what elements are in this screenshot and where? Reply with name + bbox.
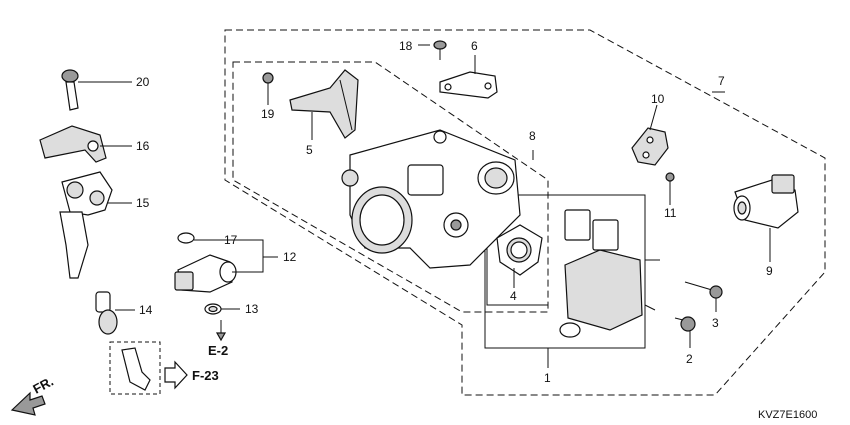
screw-2	[674, 316, 696, 332]
arrow-e2-head	[215, 332, 227, 342]
front-arrow	[10, 391, 46, 416]
screw-11	[665, 172, 675, 190]
sensor-9	[733, 174, 799, 229]
callout-3: 3	[712, 316, 719, 330]
callout-9: 9	[766, 264, 773, 278]
bracket-16	[39, 125, 107, 163]
callout-12: 12	[283, 250, 297, 264]
callout-11: 11	[664, 206, 677, 220]
leader-10	[649, 104, 658, 131]
o-ring-17	[177, 232, 195, 244]
holder-15	[59, 171, 113, 279]
bracket-6	[439, 71, 498, 99]
callout-2: 2	[686, 352, 693, 366]
callout-1: 1	[544, 371, 551, 385]
callout-15: 15	[136, 196, 150, 210]
callout-16: 16	[136, 139, 150, 153]
leader-12-bracket	[218, 239, 264, 273]
callout-19: 19	[261, 107, 275, 121]
gasket-4	[496, 224, 543, 276]
callout-8: 8	[529, 129, 536, 143]
arrow-f23	[164, 360, 188, 390]
diagram-code: KVZ7E1600	[758, 409, 817, 421]
assembly-outline-7	[224, 29, 826, 396]
sensor-unit-1	[559, 209, 643, 338]
bolt-19	[262, 72, 274, 96]
bolt-18	[433, 40, 447, 60]
plate-10	[631, 127, 669, 166]
ref-e2: E-2	[208, 343, 228, 358]
callout-4: 4	[510, 289, 517, 303]
bracket-4	[486, 226, 548, 306]
callout-6: 6	[471, 39, 478, 53]
callout-14: 14	[139, 303, 153, 317]
ref-f23: F-23	[192, 368, 219, 383]
leader-1-2	[644, 304, 656, 311]
callout-5: 5	[306, 143, 313, 157]
callout-10: 10	[651, 92, 665, 106]
injector-12	[174, 254, 237, 293]
throttle-body	[341, 129, 521, 269]
seal-13-inner	[208, 305, 218, 313]
callout-13: 13	[245, 302, 259, 316]
bolt-20	[61, 69, 79, 111]
hose-f23	[121, 347, 151, 391]
front-label: FR.	[30, 374, 56, 397]
callout-17: 17	[224, 233, 238, 247]
callout-20: 20	[136, 75, 150, 89]
cover-5	[289, 69, 359, 139]
ref-box-f23	[109, 341, 161, 395]
callout-7: 7	[718, 74, 725, 88]
callout-18: 18	[399, 39, 413, 53]
bracket-1	[484, 194, 646, 349]
joint-14	[95, 291, 118, 335]
screw-3	[684, 281, 723, 299]
